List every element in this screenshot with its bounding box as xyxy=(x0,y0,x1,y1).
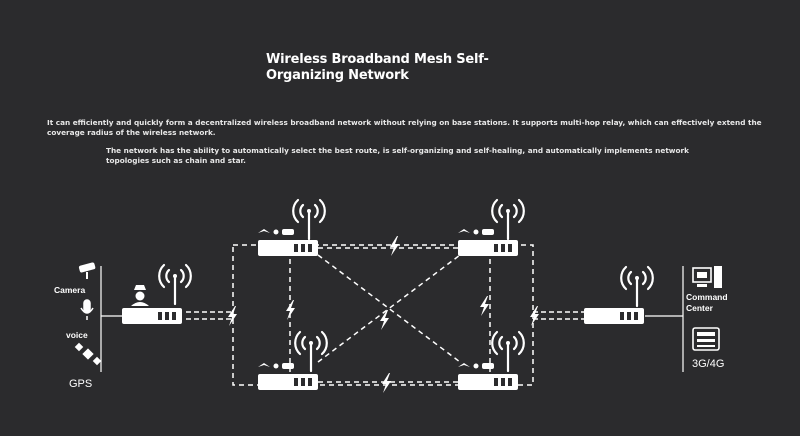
lightning-icon xyxy=(380,310,389,330)
lightning-icon xyxy=(390,236,399,256)
edge-router-left xyxy=(122,263,192,324)
computer-monitor-icon xyxy=(692,266,722,288)
gps-label: GPS xyxy=(69,378,93,390)
camera-icon xyxy=(78,262,96,279)
network-type-label: 3G/4G xyxy=(692,358,725,370)
page-title: Wireless Broadband Mesh Self-Organizing … xyxy=(266,52,489,83)
camera-label: Camera xyxy=(54,285,86,295)
description-paragraph-2: The network has the ability to automatic… xyxy=(106,146,690,165)
satellite-icon xyxy=(74,342,102,366)
microphone-icon xyxy=(80,299,94,320)
mesh-node-bottom-right xyxy=(458,330,525,390)
description-paragraph-1: It can efficiently and quickly form a de… xyxy=(47,118,762,137)
edge-router-right xyxy=(584,265,654,324)
mesh-node-top-right xyxy=(458,198,525,256)
command-center-label: Command Center xyxy=(686,292,728,313)
mesh-node-bottom-left xyxy=(258,330,328,390)
voice-label: voice xyxy=(66,330,88,340)
lightning-icon xyxy=(530,306,539,326)
lightning-icon xyxy=(382,373,391,393)
police-icon xyxy=(131,285,149,306)
network-device-icon xyxy=(692,327,720,351)
mesh-node-top-left xyxy=(258,198,326,256)
lightning-icon xyxy=(480,296,489,316)
